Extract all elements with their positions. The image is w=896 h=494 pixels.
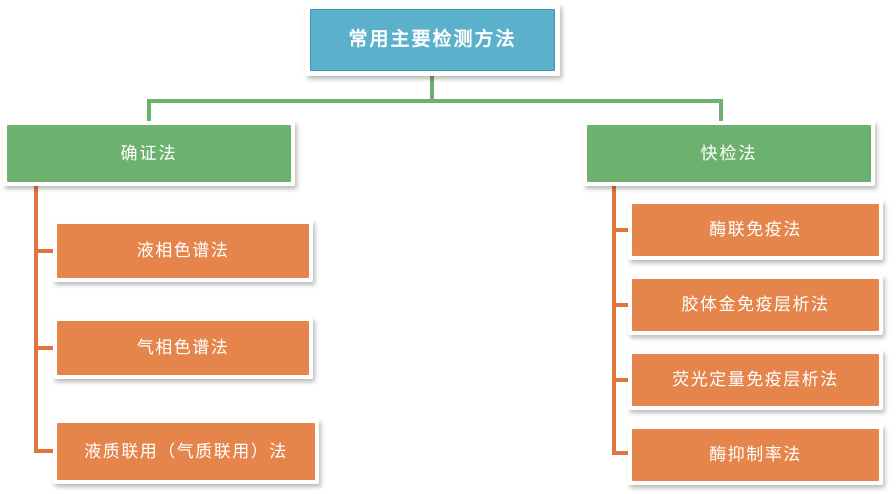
node-branch-rapid-test[interactable]: 快检法 xyxy=(583,121,875,186)
connector-right-stub-3 xyxy=(612,378,634,382)
node-branch-confirmation[interactable]: 确证法 xyxy=(3,121,295,186)
connector-left-trunk xyxy=(34,186,38,453)
connector-left-stub-2 xyxy=(34,346,59,350)
node-leaf-liquid-chromatography[interactable]: 液相色谱法 xyxy=(53,220,313,282)
node-leaf-colloidal-gold[interactable]: 胶体金免疫层析法 xyxy=(628,275,883,335)
node-leaf-fluorescence-quantitative-label: 荧光定量免疫层析法 xyxy=(632,354,879,406)
connector-right-stub-1 xyxy=(612,228,634,232)
node-leaf-liquid-chromatography-label: 液相色谱法 xyxy=(57,224,309,278)
connector-right-stub-4 xyxy=(612,451,634,455)
node-leaf-enzyme-inhibition[interactable]: 酶抑制率法 xyxy=(628,425,883,485)
connector-right-stub-2 xyxy=(612,303,634,307)
node-leaf-elisa-label: 酶联免疫法 xyxy=(632,204,879,256)
connector-root-stem xyxy=(430,75,434,101)
node-leaf-gas-chromatography-label: 气相色谱法 xyxy=(57,321,309,375)
node-leaf-fluorescence-quantitative[interactable]: 荧光定量免疫层析法 xyxy=(628,350,883,410)
connector-right-trunk xyxy=(612,186,616,451)
node-leaf-gas-chromatography[interactable]: 气相色谱法 xyxy=(53,317,313,379)
node-root-label: 常用主要检测方法 xyxy=(310,9,555,71)
node-leaf-lcms-gcms-label: 液质联用（气质联用）法 xyxy=(57,423,315,480)
node-branch-confirmation-label: 确证法 xyxy=(7,125,291,182)
node-leaf-enzyme-inhibition-label: 酶抑制率法 xyxy=(632,429,879,481)
connector-left-stub-1 xyxy=(34,249,59,253)
connector-branch-left-drop xyxy=(147,99,151,121)
connector-root-bus xyxy=(147,99,723,103)
node-leaf-colloidal-gold-label: 胶体金免疫层析法 xyxy=(632,279,879,331)
connector-branch-right-drop xyxy=(719,99,723,121)
node-root[interactable]: 常用主要检测方法 xyxy=(305,4,560,76)
node-leaf-lcms-gcms[interactable]: 液质联用（气质联用）法 xyxy=(53,419,319,484)
connector-left-stub-3 xyxy=(34,449,59,453)
node-leaf-elisa[interactable]: 酶联免疫法 xyxy=(628,200,883,260)
node-branch-rapid-test-label: 快检法 xyxy=(587,125,871,182)
